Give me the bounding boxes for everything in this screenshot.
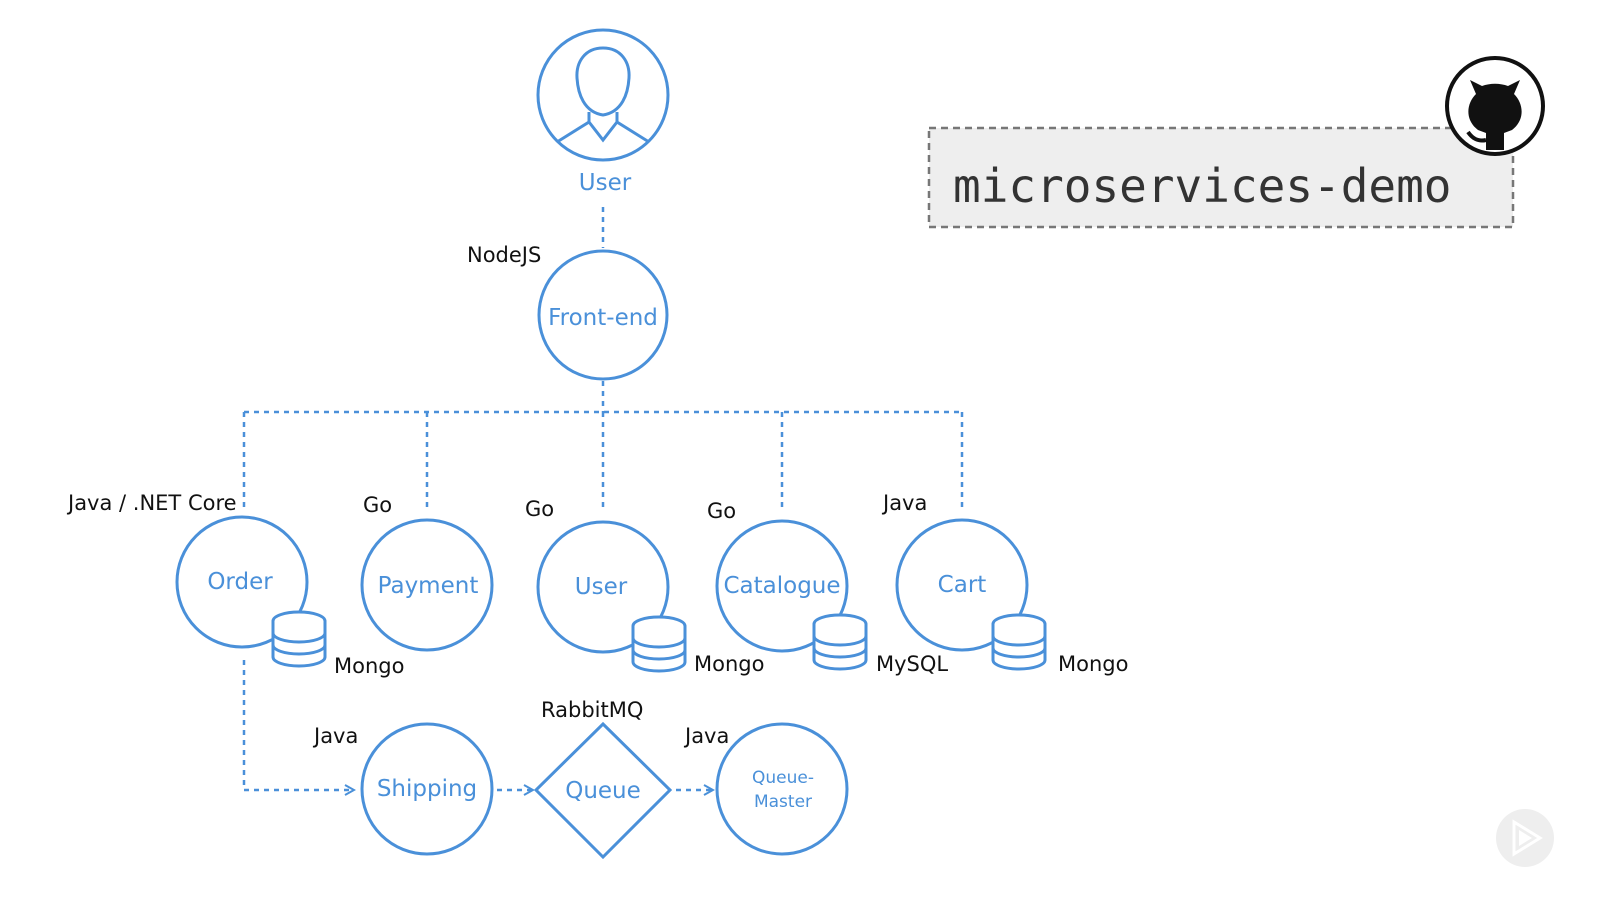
order-shipping-arrow bbox=[242, 660, 354, 790]
shipping-label: Shipping bbox=[377, 776, 477, 802]
order-label: Order bbox=[207, 569, 273, 595]
order-db-label: Mongo bbox=[334, 654, 404, 678]
payment-tech: Go bbox=[363, 493, 392, 517]
user-silhouette-icon bbox=[556, 46, 650, 144]
user-label: User bbox=[579, 170, 632, 196]
user-service: Go User Mongo bbox=[525, 497, 764, 676]
order-database-icon bbox=[271, 610, 327, 668]
payment-label: Payment bbox=[378, 573, 479, 599]
catalogue-service: Go Catalogue MySQL bbox=[707, 499, 948, 676]
cart-database-icon bbox=[991, 613, 1047, 671]
catalogue-database-icon bbox=[812, 613, 868, 671]
repo-title: microservices-demo bbox=[953, 159, 1452, 213]
queue-master-tech: Java bbox=[683, 724, 729, 748]
queue-master-label-line2: Master bbox=[754, 792, 812, 812]
cart-db-label: Mongo bbox=[1058, 652, 1128, 676]
play-logo-icon bbox=[1496, 809, 1554, 867]
frontend-node: NodeJS Front-end bbox=[467, 243, 669, 381]
user-service-label: User bbox=[575, 574, 628, 600]
cart-tech: Java bbox=[881, 491, 927, 515]
user-node: User bbox=[536, 28, 670, 196]
order-tech: Java / .NET Core bbox=[66, 491, 237, 515]
user-db-label: Mongo bbox=[694, 652, 764, 676]
user-service-tech: Go bbox=[525, 497, 554, 521]
order-service: Java / .NET Core Order Mongo bbox=[66, 491, 404, 678]
shipping-service: Java Shipping bbox=[312, 722, 494, 856]
catalogue-db-label: MySQL bbox=[876, 652, 948, 676]
frontend-label: Front-end bbox=[548, 305, 658, 331]
cart-service: Java Cart Mongo bbox=[881, 491, 1128, 676]
repo-badge: microservices-demo bbox=[927, 126, 1515, 229]
payment-service: Go Payment bbox=[360, 493, 494, 652]
queue-master-label-line1: Queue- bbox=[752, 768, 814, 788]
cart-label: Cart bbox=[938, 572, 987, 598]
queue-master-service: Java Queue- Master bbox=[683, 722, 849, 856]
queue-tech: RabbitMQ bbox=[541, 698, 643, 722]
connectors bbox=[242, 207, 964, 790]
queue-label: Queue bbox=[565, 778, 641, 804]
frontend-tech: NodeJS bbox=[467, 243, 541, 267]
shipping-tech: Java bbox=[312, 724, 358, 748]
user-database-icon bbox=[631, 615, 687, 673]
github-octocat-icon bbox=[1445, 56, 1545, 156]
catalogue-tech: Go bbox=[707, 499, 736, 523]
catalogue-label: Catalogue bbox=[723, 573, 840, 599]
queue-node: RabbitMQ Queue bbox=[533, 698, 673, 860]
